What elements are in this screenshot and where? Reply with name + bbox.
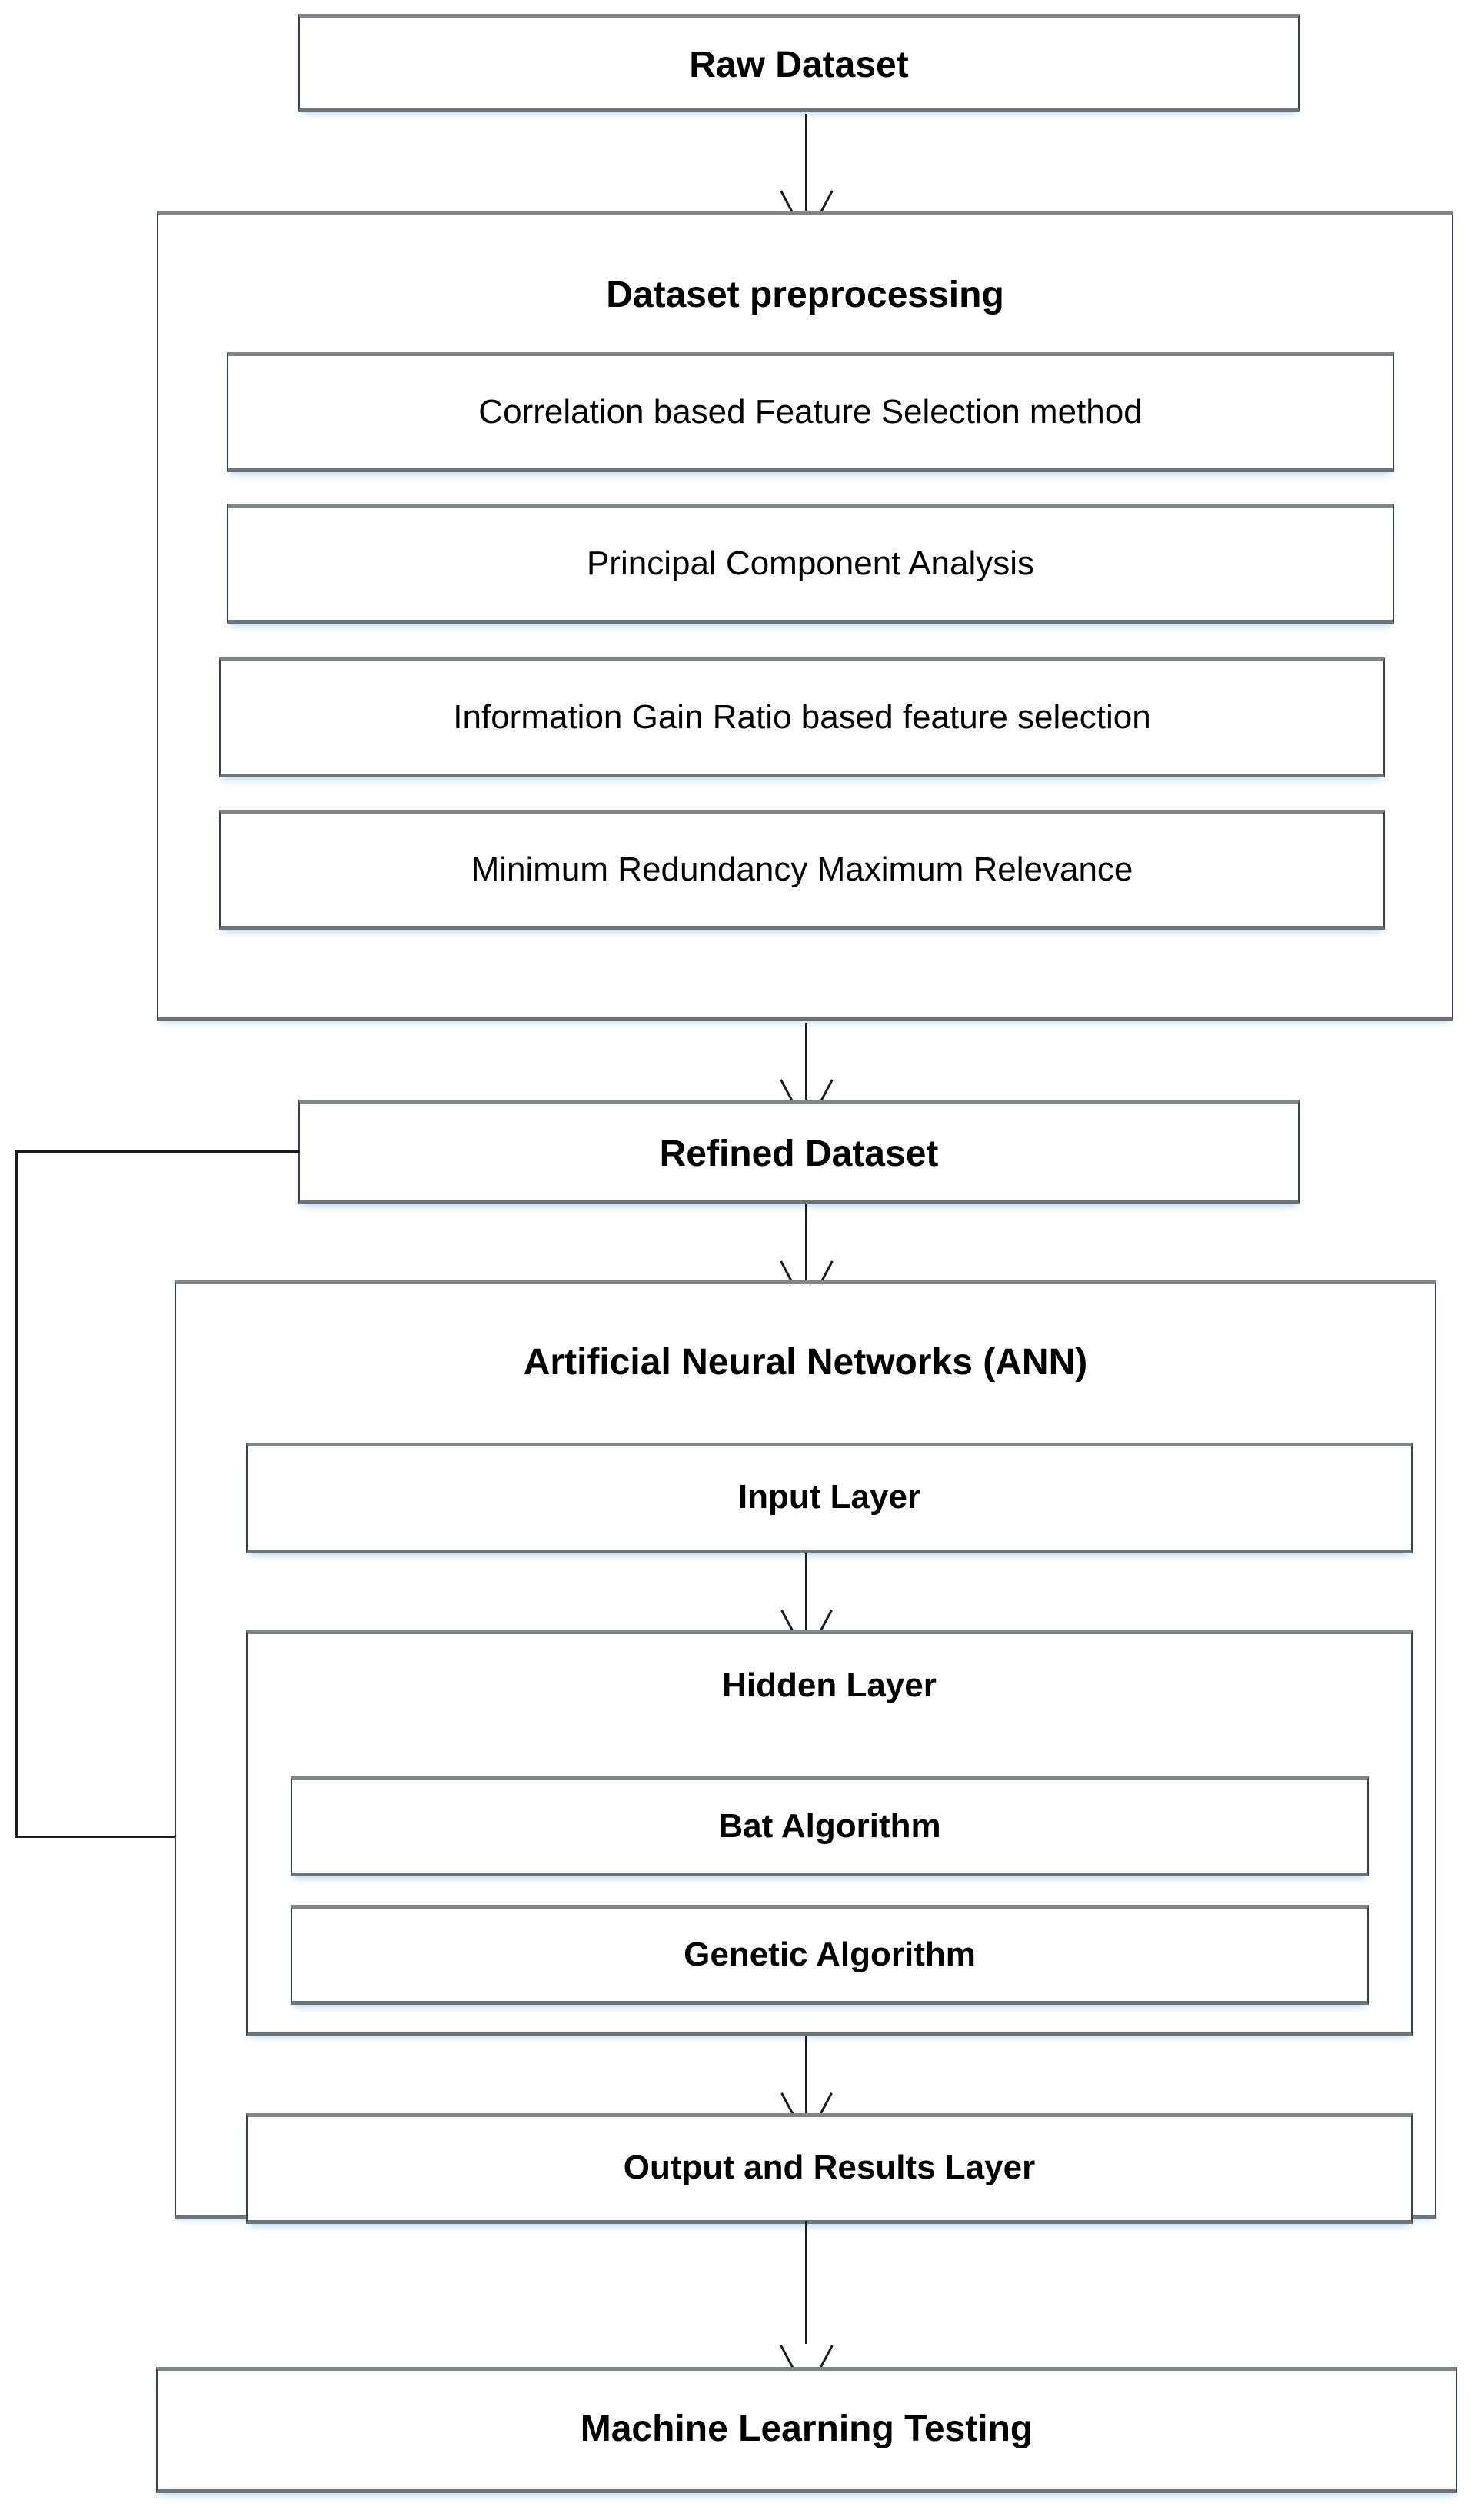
connector-line (805, 1023, 807, 1101)
feedback-top-segment (15, 1150, 300, 1153)
connector-line (805, 114, 807, 211)
raw-dataset-label: Raw Dataset (689, 45, 909, 85)
input-layer-label: Input Layer (737, 1478, 921, 1516)
dataset-preprocessing-title: Dataset preprocessing (606, 275, 1004, 315)
node-preprocessing-step-2[interactable]: Information Gain Ratio based feature sel… (219, 657, 1385, 777)
node-raw-dataset[interactable]: Raw Dataset (298, 14, 1300, 112)
node-hidden-algorithm-1[interactable]: Genetic Algorithm (291, 1905, 1369, 2005)
hidden-layer-title: Hidden Layer (722, 1666, 937, 1704)
machine-learning-testing-label: Machine Learning Testing (580, 2408, 1033, 2449)
refined-dataset-label: Refined Dataset (659, 1134, 939, 1174)
feedback-vertical-segment (15, 1150, 18, 1836)
node-machine-learning-testing[interactable]: Machine Learning Testing (156, 2367, 1457, 2493)
node-preprocessing-step-0[interactable]: Correlation based Feature Selection meth… (227, 352, 1394, 472)
ann-title: Artificial Neural Networks (ANN) (523, 1342, 1088, 1383)
connector-line (805, 2221, 807, 2344)
arrowhead-right-barb (819, 2345, 834, 2369)
node-preprocessing-step-1[interactable]: Principal Component Analysis (227, 504, 1394, 624)
connector-line (805, 1204, 807, 1283)
node-hidden-algorithm-0[interactable]: Bat Algorithm (291, 1776, 1369, 1876)
preprocessing-step-label: Minimum Redundancy Maximum Relevance (471, 851, 1133, 888)
connector-line (805, 2036, 807, 2113)
output-results-layer-label: Output and Results Layer (623, 2149, 1036, 2186)
node-refined-dataset[interactable]: Refined Dataset (298, 1100, 1300, 1204)
hidden-algorithm-label: Genetic Algorithm (684, 1936, 976, 1973)
connector-line (805, 1553, 807, 1630)
node-preprocessing-step-3[interactable]: Minimum Redundancy Maximum Relevance (219, 810, 1385, 930)
hidden-algorithm-label: Bat Algorithm (718, 1807, 941, 1845)
node-output-results-layer[interactable]: Output and Results Layer (246, 2113, 1413, 2224)
feedback-bottom-segment (15, 1836, 246, 1838)
node-input-layer[interactable]: Input Layer (246, 1443, 1413, 1553)
preprocessing-step-label: Correlation based Feature Selection meth… (478, 393, 1143, 431)
arrowhead-left-barb (780, 190, 794, 215)
arrowhead-right-barb (819, 190, 834, 215)
preprocessing-step-label: Information Gain Ratio based feature sel… (453, 698, 1151, 736)
preprocessing-step-label: Principal Component Analysis (586, 544, 1035, 582)
arrowhead-left-barb (780, 2345, 794, 2369)
